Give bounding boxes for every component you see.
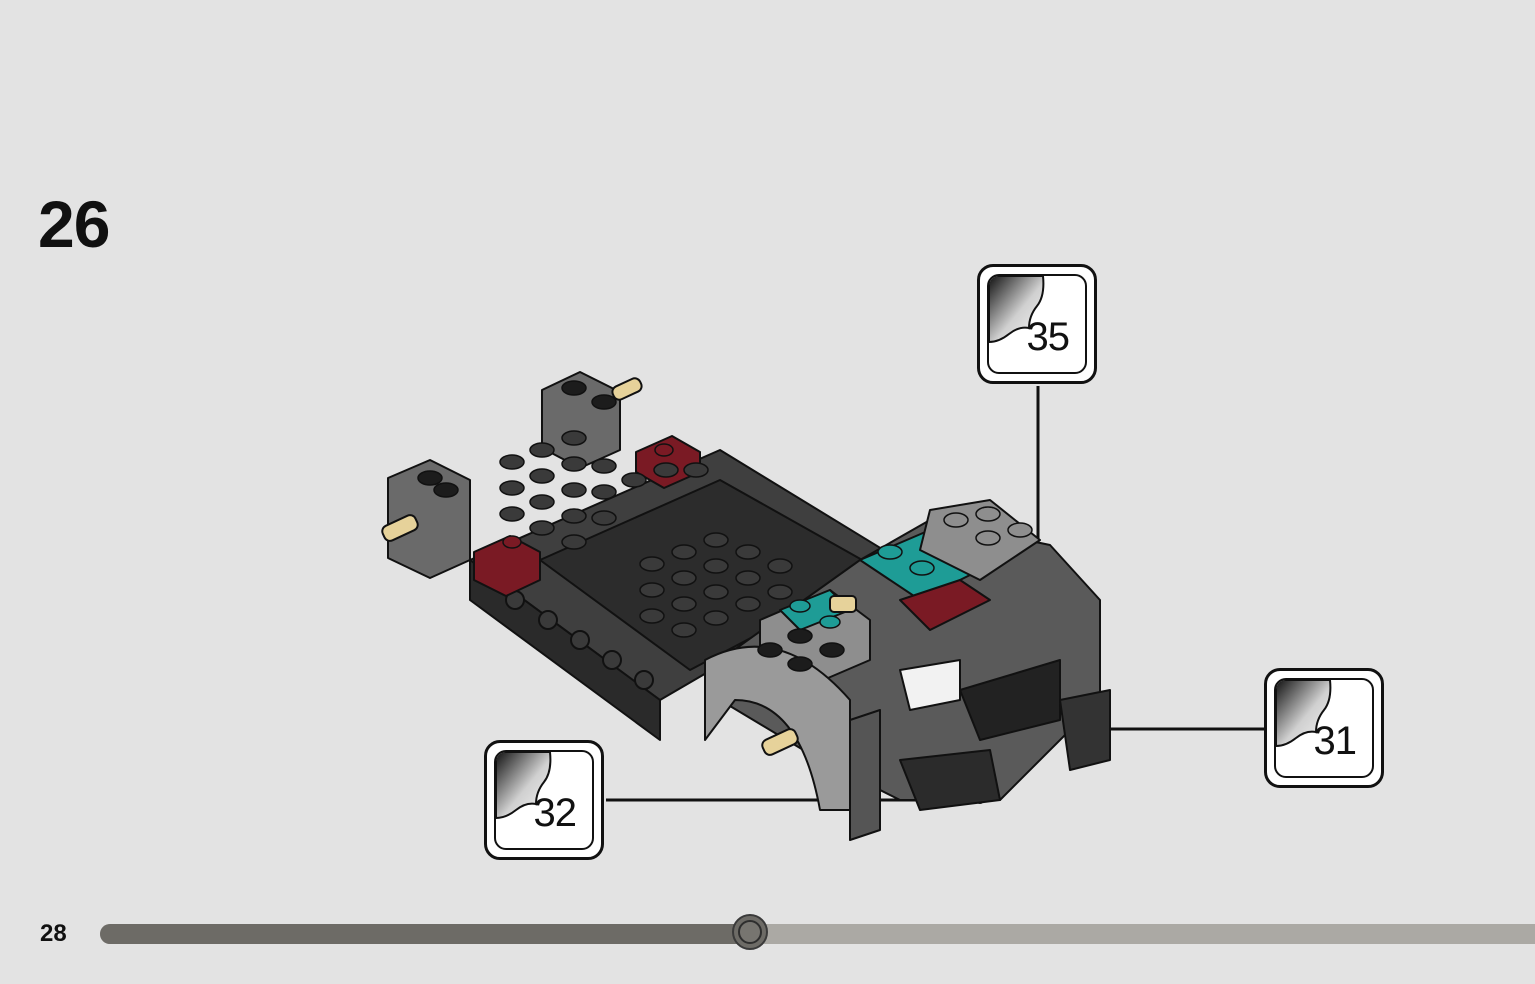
progress-knob <box>732 914 768 950</box>
sticker-peel-icon <box>989 276 1045 344</box>
studs <box>417 380 1033 672</box>
axle-pins <box>381 377 857 756</box>
sticker-callout-31: 31 <box>1264 668 1384 788</box>
sticker-number: 31 <box>1313 719 1357 763</box>
page-number: 28 <box>40 920 67 947</box>
sticker-number: 35 <box>1026 315 1070 359</box>
sticker-peel-icon <box>1276 680 1332 748</box>
progress-bar <box>100 924 1535 944</box>
sticker-callout-32: 32 <box>484 740 604 860</box>
step-number: 26 <box>38 187 110 261</box>
sticker-callout-35: 35 <box>977 264 1097 384</box>
progress-bar-fill <box>100 924 750 944</box>
sticker-number: 32 <box>533 791 577 835</box>
sticker-peel-icon <box>496 752 552 820</box>
